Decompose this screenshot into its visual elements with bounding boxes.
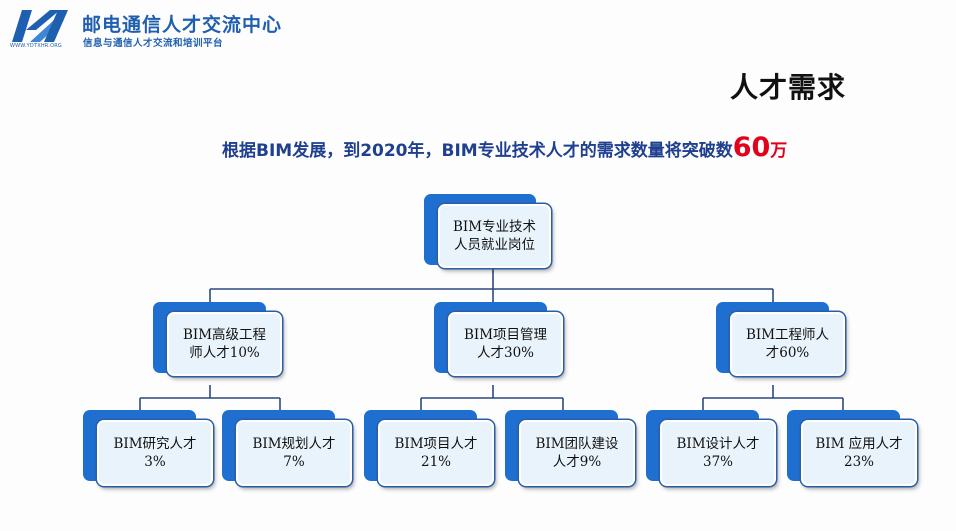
org-node-label: BIM高级工程 师人才10%	[182, 327, 267, 361]
logo-icon	[12, 10, 68, 42]
org-node-label: BIM团队建设 人才9%	[535, 436, 619, 470]
page-title: 人才需求	[730, 71, 847, 104]
page-subtitle: 根据BIM发展，到2020年，BIM专业技术人才的需求数量将突破数60万	[222, 132, 787, 163]
org-node-engineer: BIM工程师人 才60%	[716, 302, 845, 376]
org-node-project: BIM项目人才 21%	[364, 410, 494, 486]
org-subtitle: 信息与通信人才交流和培训平台	[83, 38, 224, 49]
org-node-label: BIM设计人才 37%	[676, 436, 760, 470]
org-node-design: BIM设计人才 37%	[646, 410, 776, 486]
org-node-label: BIM 应用人才 23%	[815, 436, 903, 470]
org-node-label: BIM项目人才 21%	[394, 436, 478, 470]
org-name: 邮电通信人才交流中心	[82, 14, 283, 36]
org-node-label: BIM研究人才 3%	[113, 436, 197, 470]
org-node-label: BIM工程师人 才60%	[745, 327, 830, 361]
subtitle-text: 根据BIM发展，到2020年，BIM专业技术人才的需求数量将突破数	[222, 141, 733, 161]
org-node-team-building: BIM团队建设 人才9%	[505, 410, 635, 486]
org-node-senior-engineer: BIM高级工程 师人才10%	[153, 302, 282, 376]
org-node-application: BIM 应用人才 23%	[787, 410, 917, 486]
org-node-label: BIM专业技术 人员就业岗位	[452, 219, 537, 253]
subtitle-highlight: 60	[732, 132, 771, 163]
org-node-label: BIM项目管理 人才30%	[463, 327, 548, 361]
org-node-project-management: BIM项目管理 人才30%	[434, 302, 563, 376]
org-node-planning: BIM规划人才 7%	[222, 410, 352, 486]
org-node-research: BIM研究人才 3%	[83, 410, 213, 486]
subtitle-unit: 万	[770, 141, 788, 161]
logo-site-text: WWW.YDTXHR.ORG	[10, 43, 62, 49]
org-node-label: BIM规划人才 7%	[252, 436, 336, 470]
org-node-root: BIM专业技术 人员就业岗位	[424, 194, 551, 268]
